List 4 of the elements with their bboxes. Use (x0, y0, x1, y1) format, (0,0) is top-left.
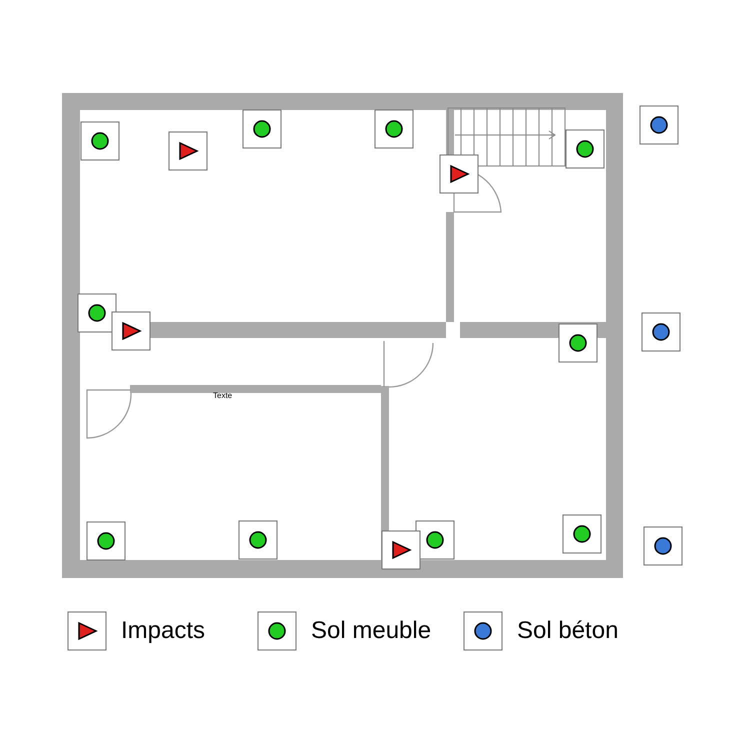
room-label: Texte (213, 391, 232, 400)
legend-label: Impacts (121, 617, 206, 645)
legend-label: Sol meuble (311, 617, 432, 645)
legend-label: Sol béton (517, 617, 618, 645)
